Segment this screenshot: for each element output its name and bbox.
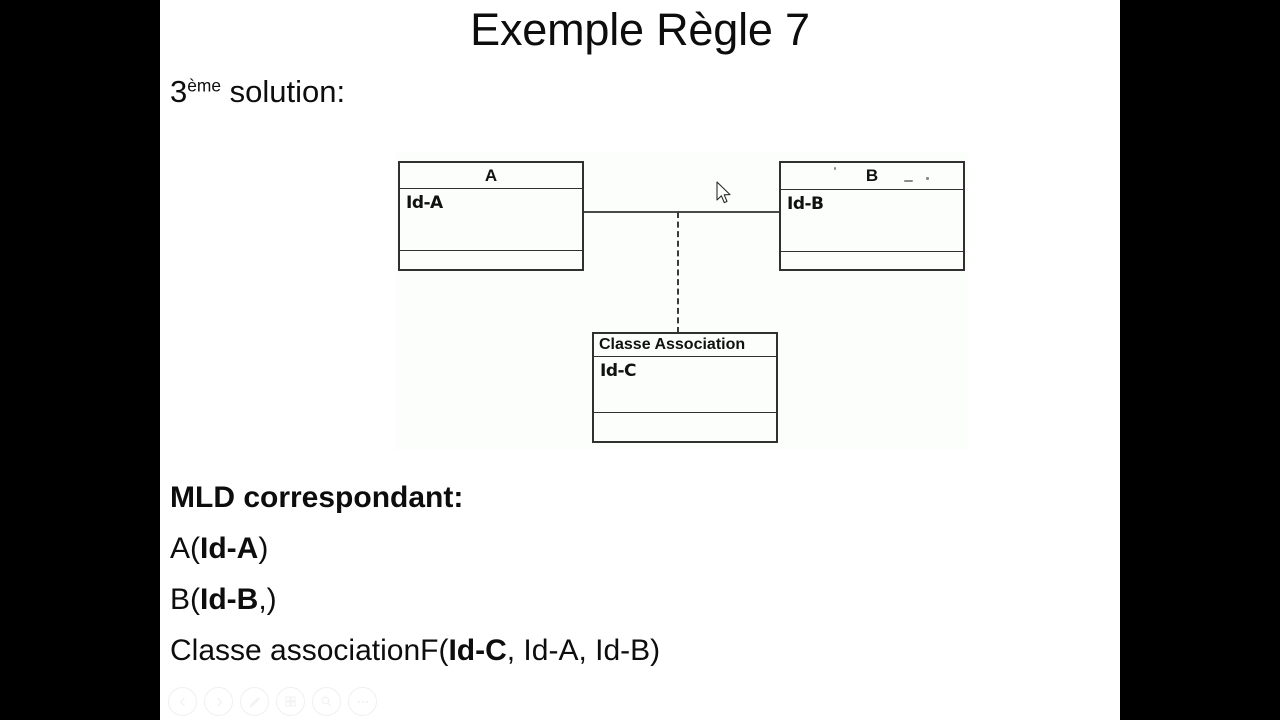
mld-relation-b-prefix: B( — [170, 583, 200, 616]
letterbox-left — [0, 0, 160, 720]
mld-relation-b-key: Id-B — [200, 583, 259, 616]
ellipsis-icon — [356, 699, 370, 705]
solution-number: 3 — [170, 74, 188, 109]
mld-relation-a-suffix: ) — [258, 532, 269, 565]
letterbox-right — [1120, 0, 1280, 720]
mld-relation-a: A(Id-A) — [170, 523, 930, 574]
mld-relation-association-prefix: Classe associationF( — [170, 634, 449, 667]
chevron-right-icon — [213, 696, 225, 708]
solution-label: 3ème solution: — [170, 72, 345, 112]
all-slides-button[interactable] — [276, 687, 305, 716]
pen-icon — [248, 695, 262, 709]
mld-relation-association-key: Id-C — [448, 634, 507, 667]
diagram-image-backdrop — [395, 152, 968, 450]
solution-ordinal-suffix: ème — [187, 75, 222, 96]
page-title: Exemple Règle 7 — [470, 4, 810, 55]
mld-block: MLD correspondant: A(Id-A) B(Id-B,) Clas… — [170, 472, 930, 676]
magnifier-icon — [320, 695, 333, 708]
presentation-toolbar[interactable] — [168, 687, 377, 716]
mld-relation-a-prefix: A( — [170, 532, 200, 565]
mld-heading: MLD correspondant: — [170, 481, 464, 514]
mouse-cursor — [716, 181, 734, 207]
more-options-button[interactable] — [348, 687, 377, 716]
mld-relation-association: Classe associationF(Id-C, Id-A, Id-B) — [170, 625, 930, 676]
mld-relation-association-suffix: , Id-A, Id-B) — [506, 634, 661, 667]
grid-icon — [284, 695, 297, 708]
previous-slide-button[interactable] — [168, 687, 197, 716]
chevron-left-icon — [177, 696, 189, 708]
presentation-slide[interactable]: Exemple Règle 7 3ème solution: A Id-A — [160, 0, 1120, 720]
mld-relation-b-suffix: ,) — [258, 583, 277, 616]
mld-relation-a-key: Id-A — [200, 532, 259, 565]
next-slide-button[interactable] — [204, 687, 233, 716]
pen-tool-button[interactable] — [240, 687, 269, 716]
zoom-tool-button[interactable] — [312, 687, 341, 716]
mld-relation-b: B(Id-B,) — [170, 574, 930, 625]
solution-text: solution: — [221, 74, 346, 109]
